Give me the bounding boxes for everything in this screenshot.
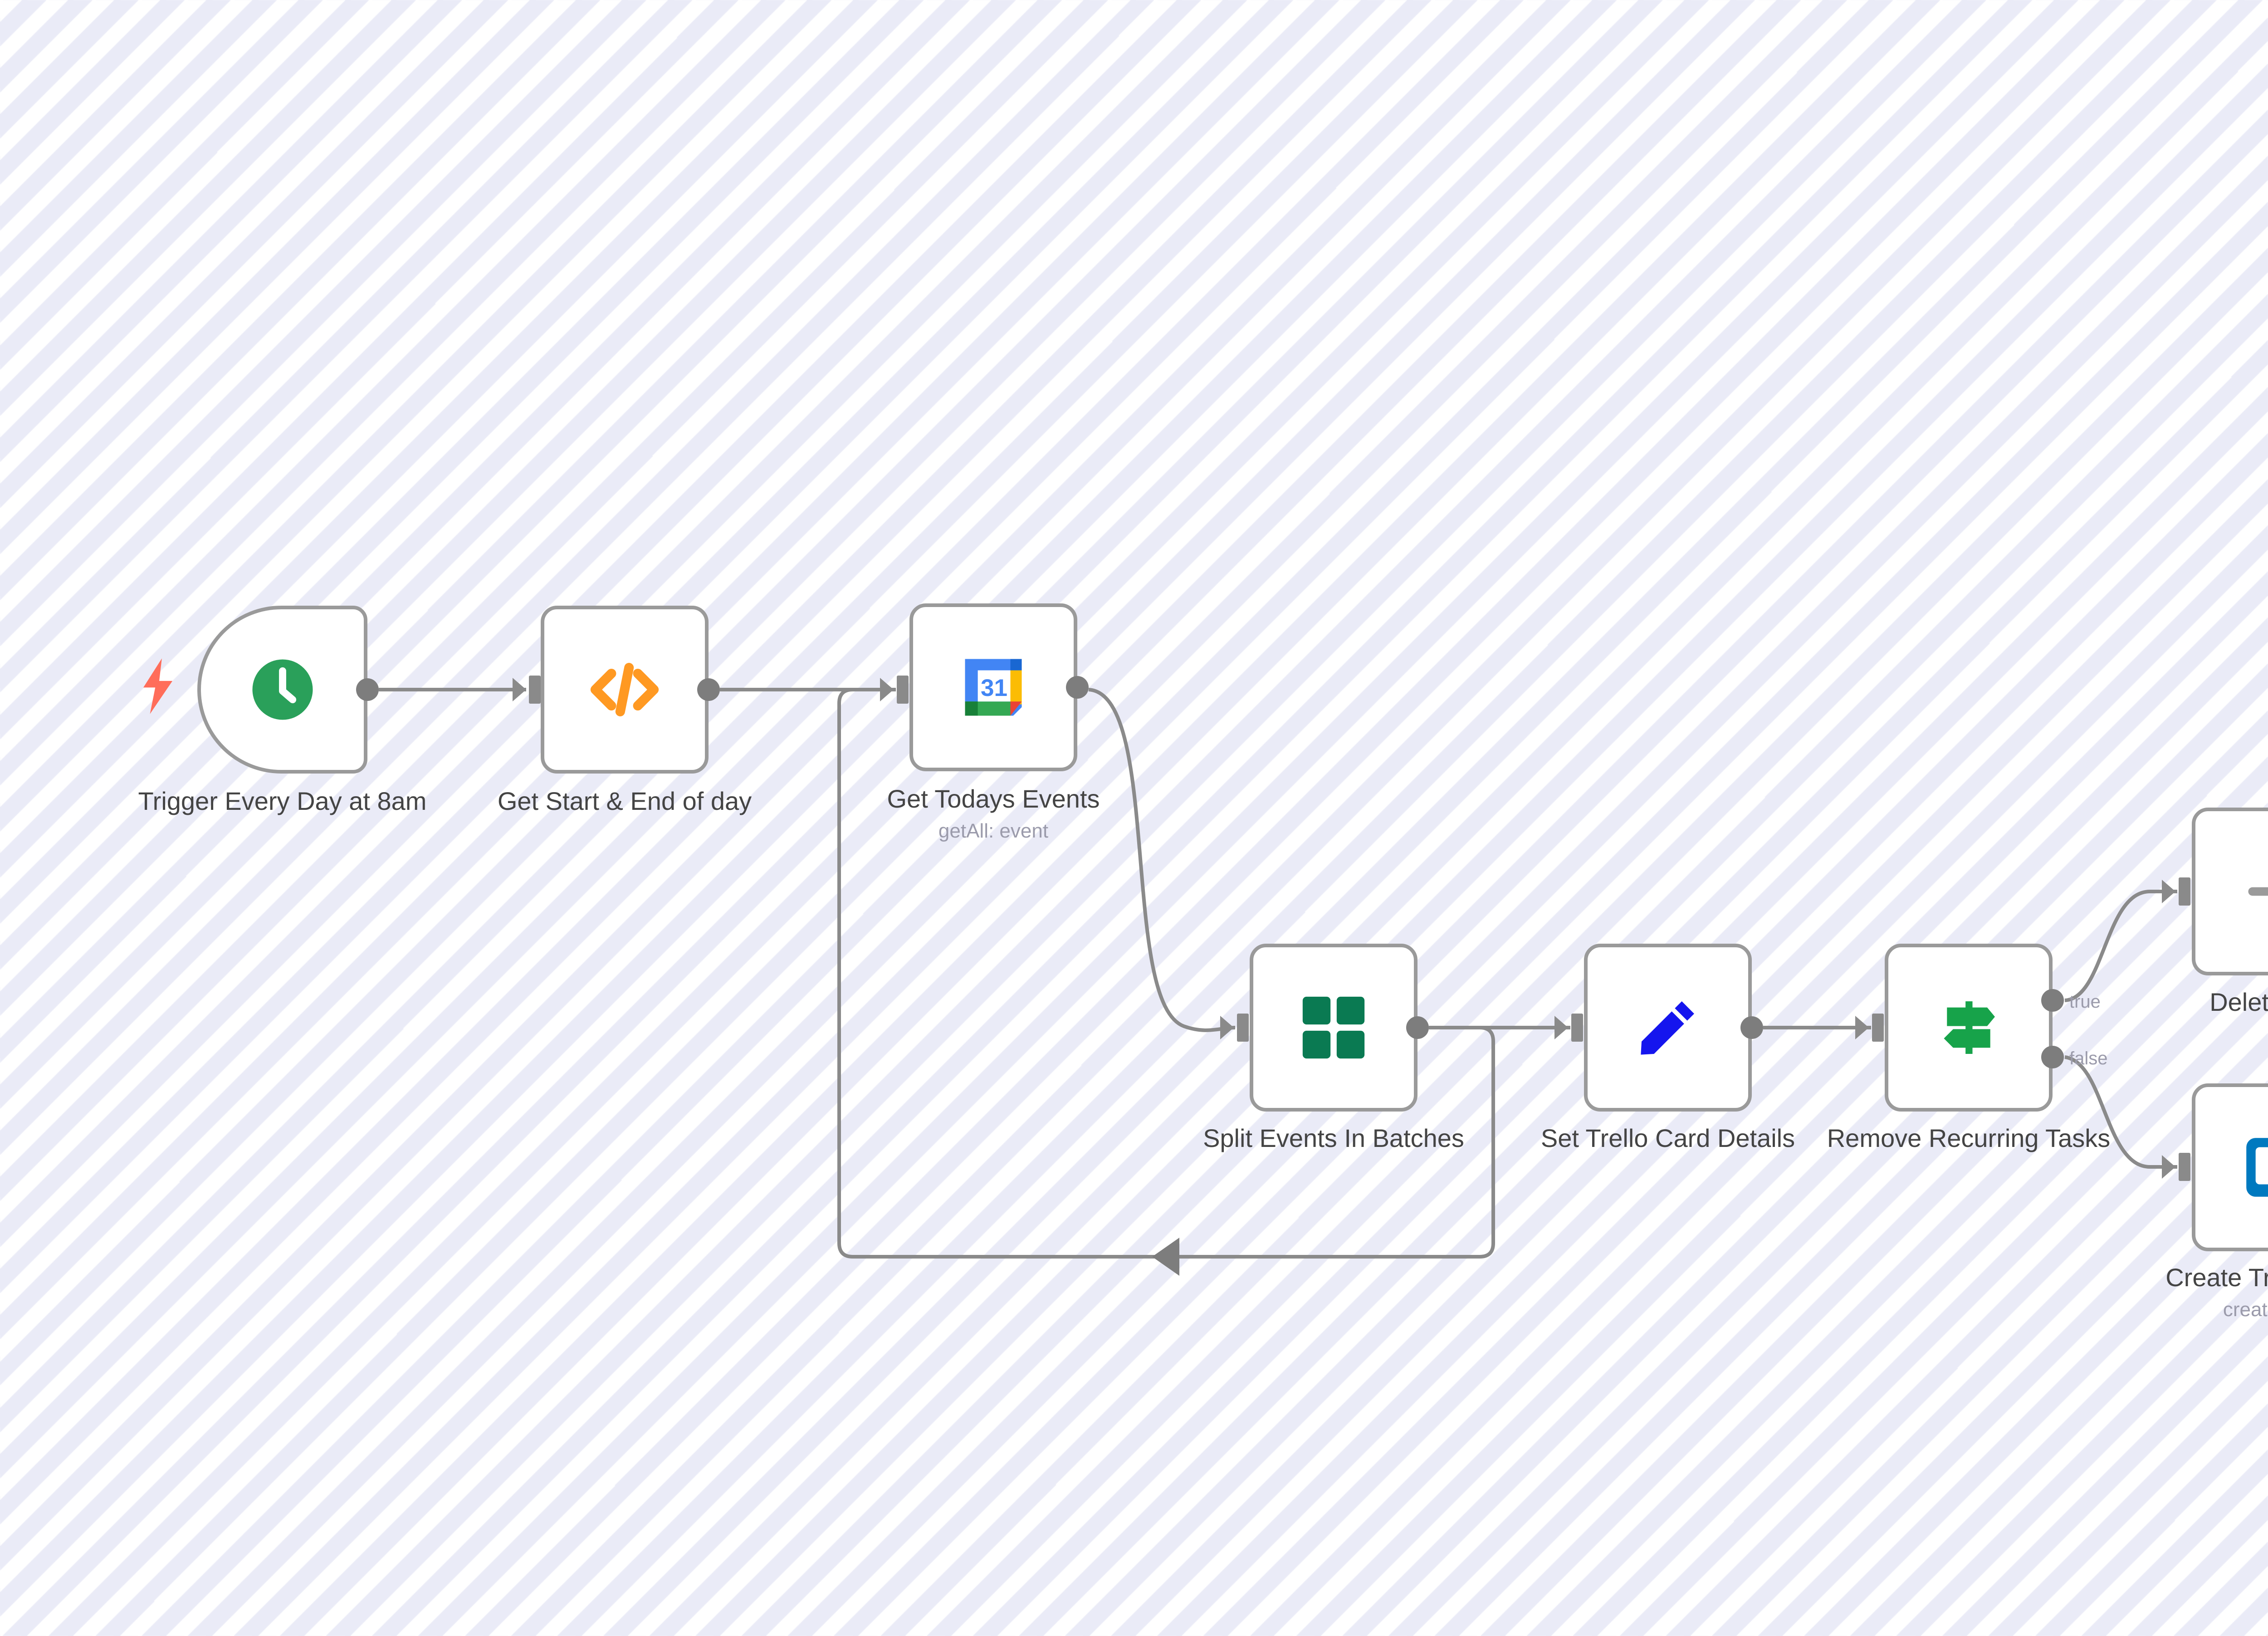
if-output-false-label: false [2069,1048,2108,1068]
trello-input-stub[interactable] [2179,1153,2190,1181]
node-trigger-every-day-at-8am[interactable] [197,606,367,774]
code-output-dot[interactable] [697,678,720,701]
trello-icon [2195,1087,2268,1248]
noop-input-stub[interactable] [2179,877,2190,906]
calendar-input-stub[interactable] [897,676,909,704]
node-delete-task[interactable] [2192,808,2268,975]
node-label-calendar: Get Todays Events [887,784,1100,813]
node-label-set: Set Trello Card Details [1540,1124,1795,1152]
signpost-icon [1888,947,2049,1108]
node-label-noop: Delete Task [2209,988,2268,1016]
if-output-true-dot[interactable] [2041,989,2064,1012]
noop-input-arrow [2162,880,2175,903]
if-input-stub[interactable] [1872,1014,1884,1042]
node-subtitle-calendar: getAll: event [938,820,1049,842]
node-label-trello: Create Trello Cards [2165,1263,2268,1292]
google-calendar-icon: 31 [913,607,1074,768]
node-subtitle-trello: create: card [2223,1298,2268,1321]
node-remove-recurring-tasks[interactable] [1885,944,2053,1112]
node-split-events-in-batches[interactable] [1250,944,1418,1112]
arrow-right-icon [2195,811,2268,972]
code-brackets-icon [544,609,705,770]
loopback-arrowhead [1152,1238,1179,1276]
node-create-trello-cards[interactable] [2192,1083,2268,1251]
node-label-if: Remove Recurring Tasks [1827,1124,2111,1152]
clock-icon [201,609,364,770]
calendar-output-dot[interactable] [1066,676,1089,699]
if-output-false-dot[interactable] [2041,1046,2064,1068]
calendar-input-arrow [880,678,894,701]
if-output-true-label: true [2069,992,2101,1012]
edge-calendar-split [1088,688,1236,1032]
edge-if-true-noop [2064,890,2177,1002]
lightning-bolt-icon [143,658,175,715]
code-input-stub[interactable] [529,676,541,704]
split-output-dot[interactable] [1406,1016,1429,1039]
svg-text:31: 31 [981,675,1007,701]
set-input-stub[interactable] [1571,1014,1583,1042]
pencil-icon [1588,947,1748,1108]
split-in-batches-icon [1253,947,1414,1108]
set-output-dot[interactable] [1740,1016,1763,1039]
trigger-output-dot[interactable] [356,678,379,701]
node-get-start-end-of-day[interactable] [541,606,709,774]
code-input-arrow [513,678,526,701]
node-label-code: Get Start & End of day [497,787,752,815]
node-label-trigger: Trigger Every Day at 8am [138,787,427,815]
node-get-todays-events[interactable]: 31 [909,603,1077,771]
set-input-arrow [1554,1016,1568,1039]
node-set-trello-card-details[interactable] [1584,944,1752,1112]
split-input-stub[interactable] [1237,1014,1249,1042]
node-label-split: Split Events In Batches [1203,1124,1464,1152]
split-input-arrow [1220,1016,1234,1039]
trello-input-arrow [2162,1155,2175,1179]
if-input-arrow [1855,1016,1869,1039]
